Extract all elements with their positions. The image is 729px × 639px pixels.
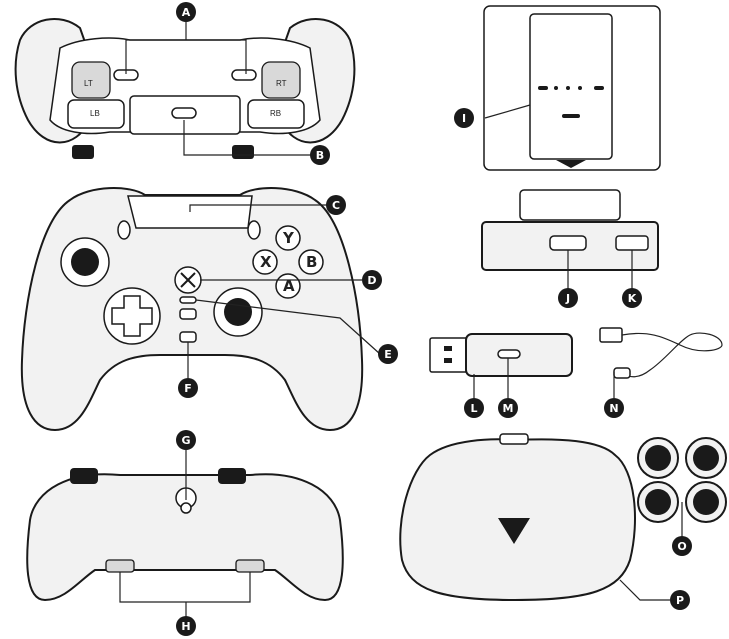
cable-usb-a-plug bbox=[600, 328, 622, 342]
menu-button bbox=[248, 221, 260, 239]
callout-line-p bbox=[620, 580, 670, 600]
charging-dock-front bbox=[482, 190, 658, 290]
right-bumper-label: RB bbox=[270, 109, 281, 118]
stick-cap-1-top bbox=[645, 445, 671, 471]
callout-e: E bbox=[378, 344, 398, 364]
callout-label-d: D bbox=[367, 274, 376, 287]
cable-wire bbox=[622, 333, 722, 377]
case-zipper-pull bbox=[500, 434, 528, 444]
callout-m: M bbox=[498, 398, 518, 418]
callout-k: K bbox=[622, 288, 642, 308]
callout-label-a: A bbox=[182, 6, 191, 19]
controller-top-view: LT RT LB RB bbox=[16, 18, 355, 159]
callout-label-o: O bbox=[677, 540, 686, 553]
x-button-label: X bbox=[260, 253, 272, 271]
headset-jack bbox=[181, 503, 191, 513]
callout-label-m: M bbox=[503, 402, 514, 415]
dock-usb-c-port bbox=[550, 236, 586, 250]
callout-g: G bbox=[176, 430, 196, 450]
callout-label-g: G bbox=[181, 434, 190, 447]
left-stick-cap-top bbox=[72, 145, 94, 159]
cable-usb-c-plug bbox=[614, 368, 630, 378]
callout-label-f: F bbox=[184, 382, 192, 395]
left-stick bbox=[71, 248, 99, 276]
led-indicator bbox=[180, 297, 196, 303]
callout-label-p: P bbox=[676, 594, 684, 607]
right-trigger-lock-switch bbox=[232, 70, 256, 80]
callout-label-j: J bbox=[565, 292, 570, 305]
callout-b: B bbox=[310, 145, 330, 165]
callout-h: H bbox=[176, 616, 196, 636]
callout-label-n: N bbox=[609, 402, 618, 415]
right-stick bbox=[224, 298, 252, 326]
callout-i: I bbox=[454, 108, 474, 128]
callout-label-i: I bbox=[462, 112, 466, 125]
b-button-label: B bbox=[306, 253, 317, 271]
left-bumper-label: LB bbox=[90, 109, 100, 118]
callout-label-e: E bbox=[384, 348, 392, 361]
callout-label-c: C bbox=[332, 199, 340, 212]
stick-cap-3-top bbox=[645, 489, 671, 515]
callout-d: D bbox=[362, 270, 382, 290]
callout-p: P bbox=[670, 590, 690, 610]
callout-l: L bbox=[464, 398, 484, 418]
dongle-usb-c-port bbox=[498, 350, 520, 358]
usb-c-port bbox=[172, 108, 196, 118]
dongle-plug-contact-1 bbox=[444, 346, 452, 351]
carrying-case bbox=[400, 434, 670, 600]
left-back-button bbox=[106, 560, 134, 572]
share-button bbox=[180, 332, 196, 342]
callout-line-h bbox=[120, 572, 250, 602]
dongle-plug-contact-2 bbox=[444, 358, 452, 363]
callout-label-k: K bbox=[628, 292, 637, 305]
right-stick-cap-top bbox=[232, 145, 254, 159]
dock-led-2 bbox=[566, 86, 570, 90]
callout-label-b: B bbox=[316, 149, 324, 162]
profile-button bbox=[180, 309, 196, 319]
view-button bbox=[118, 221, 130, 239]
dock-pin-right bbox=[594, 86, 604, 90]
stick-caps bbox=[638, 438, 726, 538]
callout-j: J bbox=[558, 288, 578, 308]
usb-cable bbox=[600, 328, 722, 398]
right-back-button bbox=[236, 560, 264, 572]
callout-label-l: L bbox=[470, 402, 477, 415]
dock-front-top bbox=[520, 190, 620, 220]
left-stick-cap-bottom bbox=[70, 468, 98, 484]
right-trigger-label: RT bbox=[276, 79, 287, 88]
dock-led-3 bbox=[578, 86, 582, 90]
callout-f: F bbox=[178, 378, 198, 398]
usb-dongle bbox=[430, 334, 572, 400]
right-stick-cap-bottom bbox=[218, 468, 246, 484]
dock-usb-a-port bbox=[616, 236, 648, 250]
callout-o: O bbox=[672, 536, 692, 556]
dongle-usb-plug bbox=[430, 338, 468, 372]
callout-a: A bbox=[176, 2, 196, 22]
callout-label-h: H bbox=[181, 620, 190, 633]
dock-pin-left bbox=[538, 86, 548, 90]
callout-n: N bbox=[604, 398, 624, 418]
stick-cap-4-top bbox=[693, 489, 719, 515]
controller-bottom-view bbox=[27, 448, 343, 618]
dock-led-1 bbox=[554, 86, 558, 90]
callout-c: C bbox=[326, 195, 346, 215]
charging-dock-top bbox=[484, 6, 660, 170]
dock-connector bbox=[562, 114, 580, 118]
controller-front-view: Y X B A bbox=[22, 188, 380, 430]
y-button-label: Y bbox=[282, 229, 295, 247]
left-trigger-label: LT bbox=[84, 79, 93, 88]
stick-cap-2-top bbox=[693, 445, 719, 471]
